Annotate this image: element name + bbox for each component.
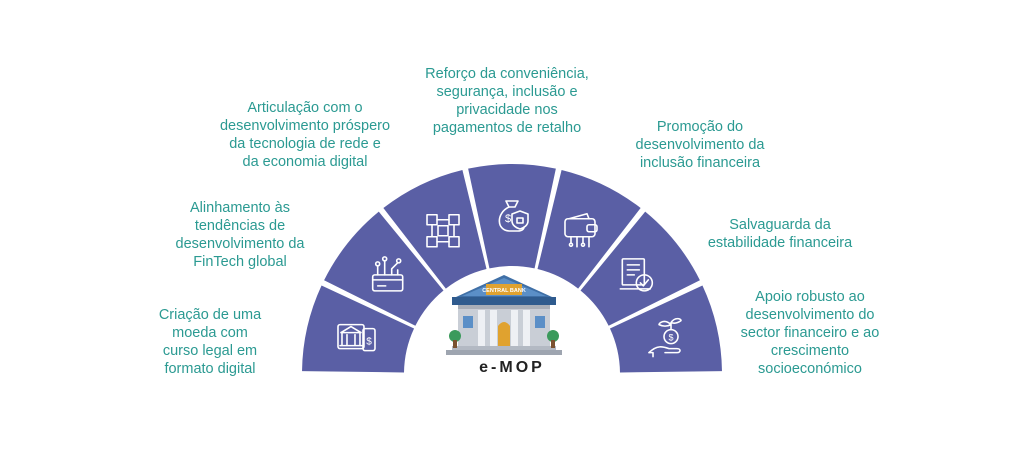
segment-0	[302, 285, 415, 373]
diagram-title: e-MOP	[479, 359, 545, 376]
bank-phone-dollar-icon: $	[337, 323, 376, 352]
segment-5	[580, 211, 700, 326]
segments-layer: $ $ $	[302, 164, 722, 373]
money-bag-shield-icon: $	[498, 200, 529, 232]
segment-label-3: Reforço da conveniência,segurança, inclu…	[425, 66, 589, 136]
svg-text:$: $	[505, 213, 511, 225]
central-bank-building: CENTRAL BANK	[446, 275, 562, 355]
plant-coin-hand-icon: $	[648, 317, 682, 358]
blockchain-cubes-icon	[426, 213, 460, 248]
segment-4	[537, 169, 641, 289]
svg-text:$: $	[669, 333, 674, 343]
segment-6	[609, 285, 722, 373]
building-sign-text: CENTRAL BANK	[482, 288, 526, 294]
certificate-document-icon	[619, 258, 654, 292]
segment-2	[383, 169, 487, 289]
svg-text:$: $	[366, 337, 372, 348]
segment-1	[324, 211, 444, 326]
digital-wallet-icon	[564, 212, 598, 248]
circuit-card-icon	[371, 256, 404, 292]
